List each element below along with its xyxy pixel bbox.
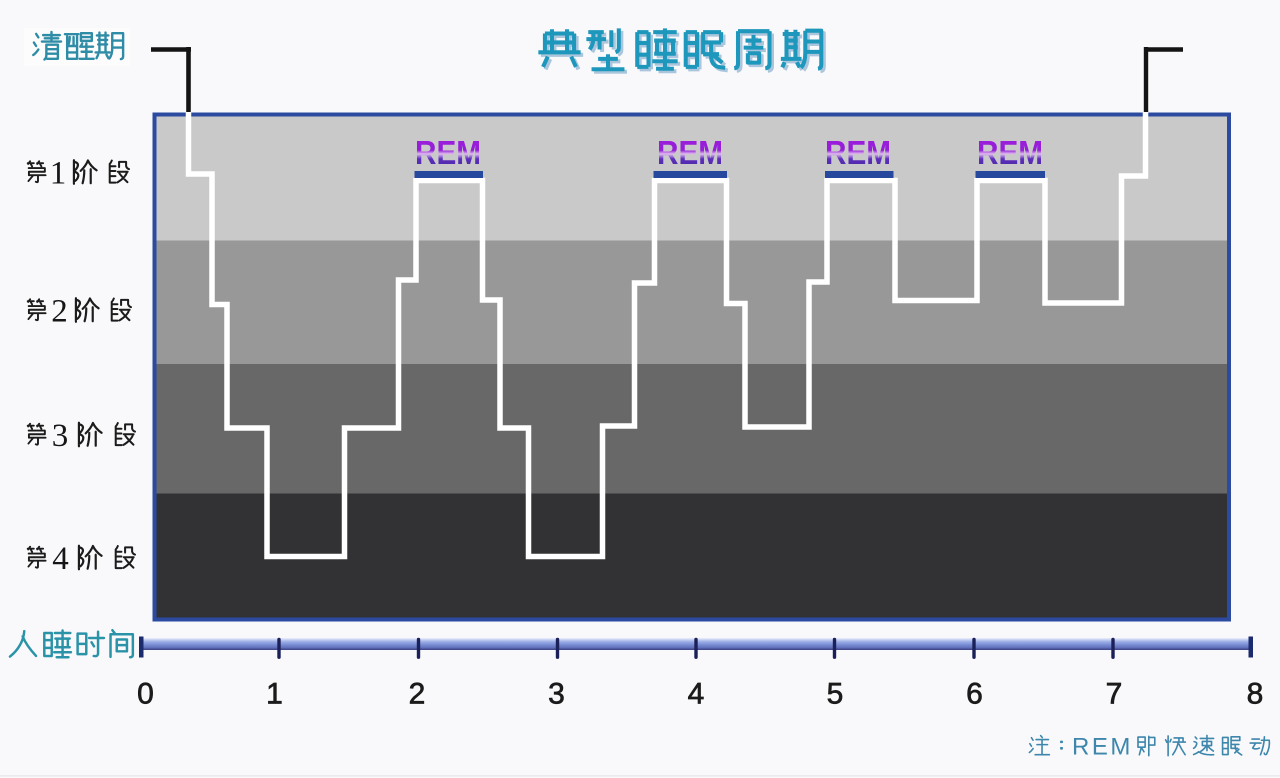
- svg-text:REM: REM: [977, 134, 1043, 171]
- svg-text:REM: REM: [825, 134, 891, 171]
- svg-text:0: 0: [137, 678, 154, 711]
- svg-text:3: 3: [548, 678, 565, 711]
- svg-text:2: 2: [409, 678, 426, 711]
- svg-text:REM: REM: [1072, 734, 1133, 761]
- svg-text:4: 4: [688, 678, 705, 711]
- svg-text:7: 7: [1106, 678, 1123, 711]
- svg-text:1: 1: [50, 156, 67, 192]
- svg-text:2: 2: [51, 294, 68, 330]
- svg-text:8: 8: [1247, 678, 1264, 711]
- svg-text:REM: REM: [415, 134, 481, 171]
- svg-text:4: 4: [52, 541, 69, 577]
- svg-text:REM: REM: [657, 134, 723, 171]
- svg-text:6: 6: [966, 678, 983, 711]
- svg-text:5: 5: [827, 678, 844, 711]
- svg-text:3: 3: [52, 418, 69, 454]
- svg-text:1: 1: [266, 678, 283, 711]
